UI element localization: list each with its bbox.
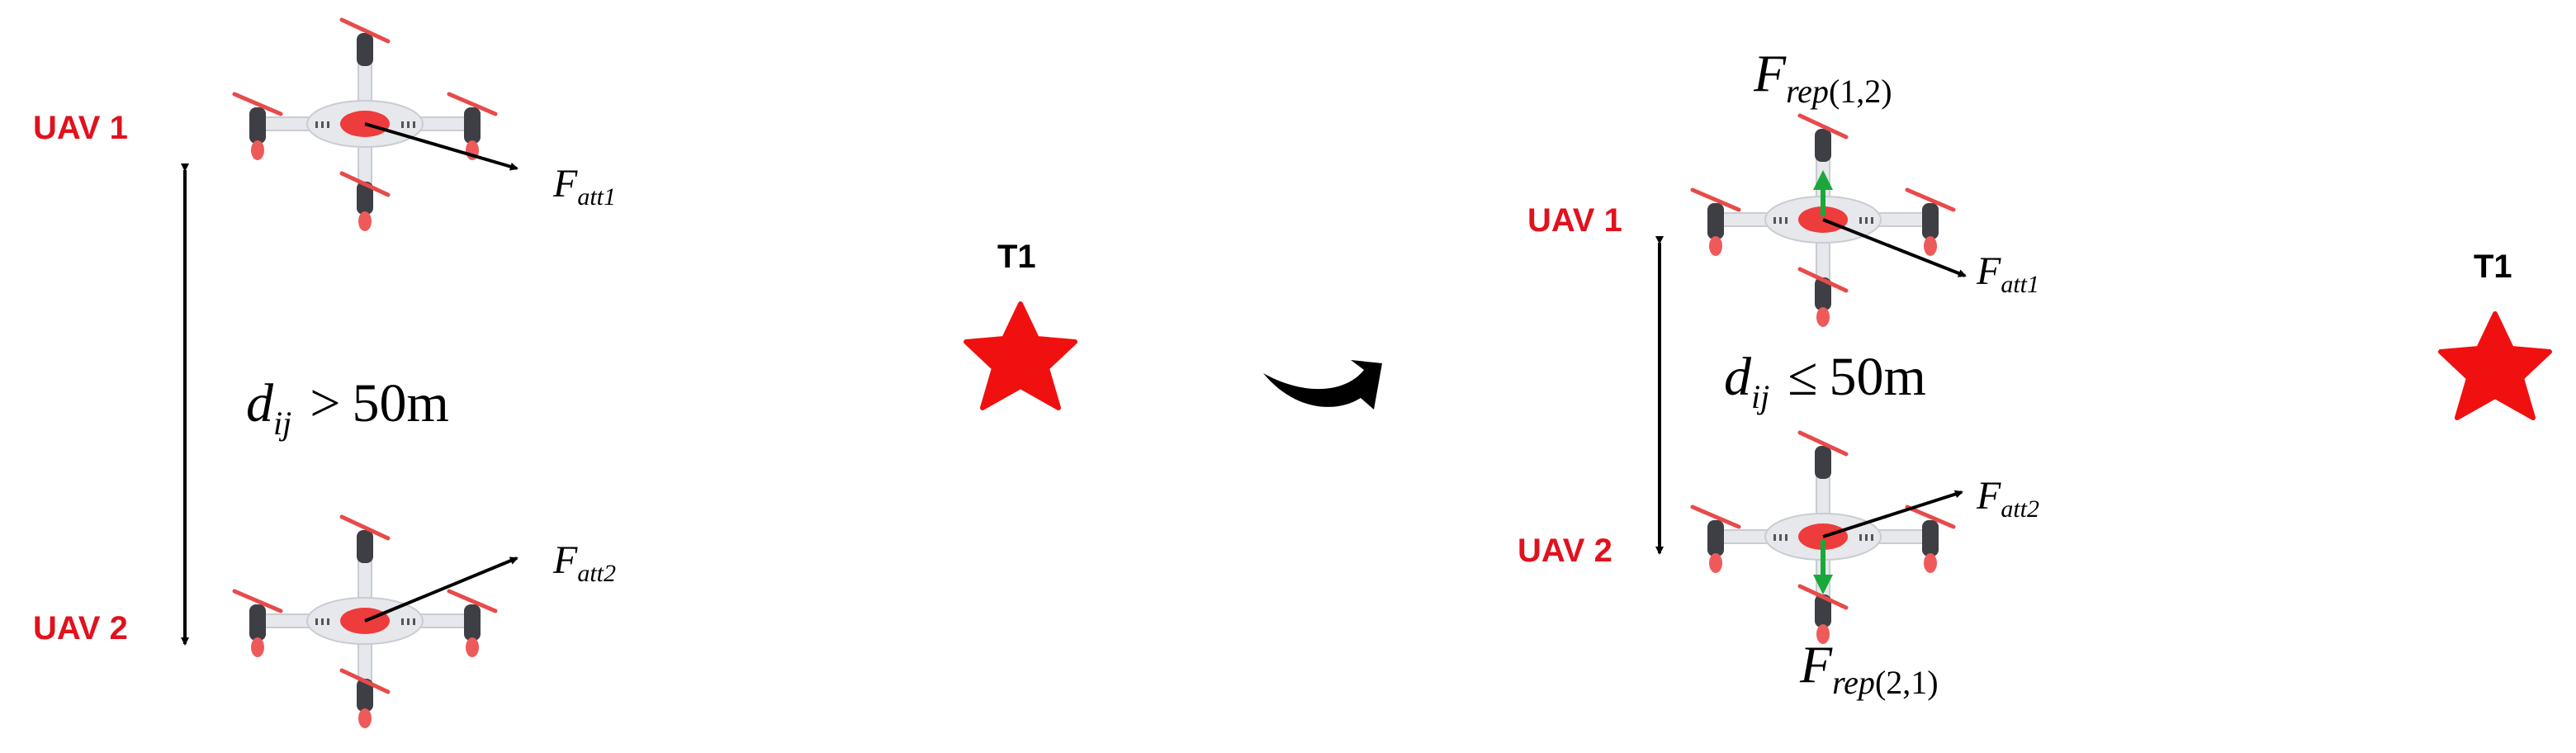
force-rep21-label: Frep(2,1) — [1799, 635, 1939, 701]
left-panel: UAV 1 UAV 2 Fatt1 Fatt2 dij>50m T1 — [33, 20, 1077, 728]
uav1-label: UAV 1 — [33, 110, 128, 146]
attraction-force-arrow-2 — [364, 556, 519, 623]
target-label: T1 — [997, 239, 1036, 275]
force-rep12-label: Frep(1,2) — [1753, 44, 1892, 110]
uav2-label: UAV 2 — [33, 610, 128, 646]
uav2-drone-icon — [234, 517, 495, 728]
distance-condition-label: dij>50m — [246, 373, 449, 442]
right-panel: UAV 1 UAV 2 Frep(1,2) Frep(2,1) Fatt1 Fa… — [1518, 44, 2552, 701]
target-star-icon — [2438, 311, 2552, 420]
uav1-label: UAV 1 — [1527, 202, 1622, 239]
target-label: T1 — [2474, 249, 2512, 285]
uav2-label: UAV 2 — [1518, 533, 1612, 569]
uav2-drone-icon — [1693, 433, 1953, 644]
attraction-force-arrow-1 — [1822, 218, 1967, 277]
curved-arrow-icon — [1263, 360, 1382, 410]
force-att2-label: Fatt2 — [552, 538, 616, 587]
force-att2-label: Fatt2 — [1976, 474, 2039, 523]
force-att1-label: Fatt1 — [1976, 249, 2039, 298]
force-att1-label: Fatt1 — [552, 162, 616, 211]
attraction-force-arrow-2 — [1822, 490, 1963, 538]
attraction-force-arrow-1 — [364, 122, 519, 171]
distance-condition-label: dij≤50m — [1724, 347, 1926, 415]
target-star-icon — [964, 301, 1077, 410]
